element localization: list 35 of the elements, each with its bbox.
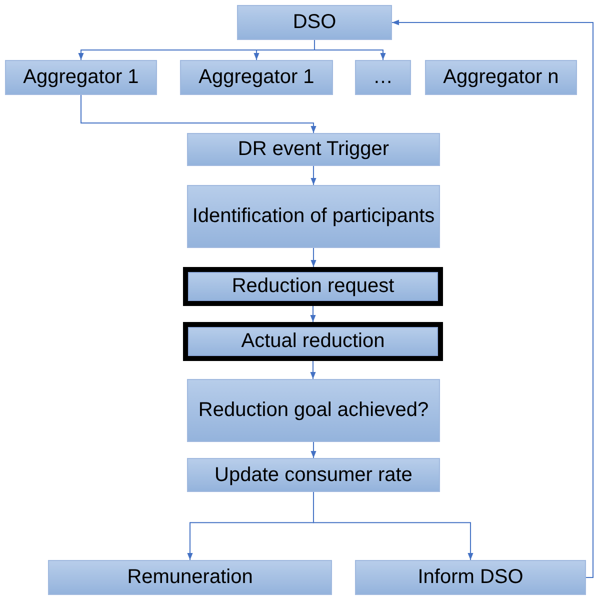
process-box	[180, 60, 333, 95]
box-label: Aggregator 1	[23, 65, 139, 90]
arrow	[310, 360, 316, 380]
box-label: Aggregator 1	[198, 65, 314, 90]
box-label: DSO	[292, 10, 336, 35]
process-box	[187, 458, 440, 492]
arrow	[310, 166, 316, 186]
process-box	[187, 379, 440, 442]
process-box	[48, 560, 332, 595]
process-box	[237, 5, 392, 40]
box-label: Update consumer rate	[214, 462, 412, 488]
box-label: Actual reduction	[241, 329, 385, 354]
process-box	[5, 60, 157, 95]
process-box	[425, 60, 577, 95]
arrow	[310, 248, 316, 268]
process-box	[183, 267, 443, 306]
box-label: …	[373, 65, 393, 90]
arrow	[310, 306, 316, 322]
box-label: Remuneration	[127, 565, 253, 590]
process-box	[187, 185, 440, 248]
box-label: Identification of participants	[192, 204, 435, 229]
box-label: Aggregator n	[443, 65, 559, 90]
box-label: DR event Trigger	[238, 137, 390, 162]
arrow	[313, 492, 474, 560]
arrow	[392, 20, 594, 578]
box-label: Reduction request	[232, 274, 394, 299]
arrow	[80, 94, 316, 134]
process-box	[183, 322, 443, 361]
arrow	[310, 442, 316, 458]
process-box	[355, 560, 586, 595]
box-label: Reduction goal achieved?	[198, 398, 429, 423]
box-label: Inform DSO	[418, 565, 524, 590]
process-box	[355, 60, 411, 95]
process-box	[187, 133, 440, 166]
arrow	[314, 40, 386, 60]
